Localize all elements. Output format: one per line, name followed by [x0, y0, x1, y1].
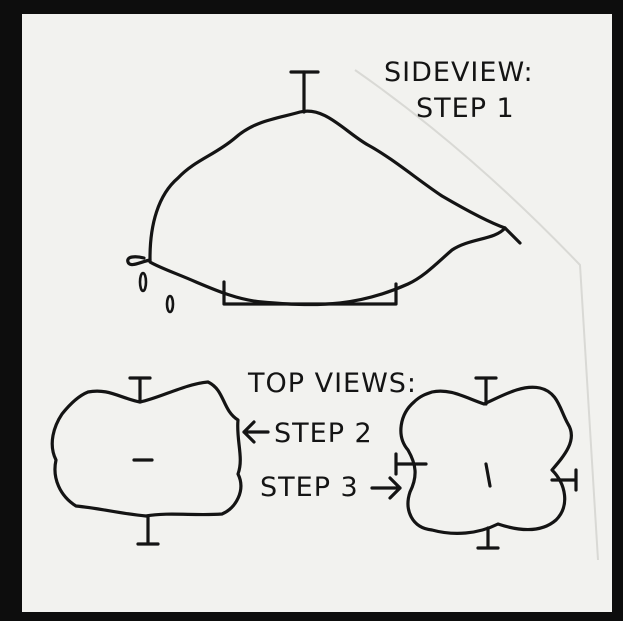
paper-sheet: [22, 14, 612, 612]
step1-label: STEP 1: [416, 93, 515, 124]
step2-label: STEP 2: [274, 418, 373, 449]
step3-label: STEP 3: [260, 472, 359, 503]
side-view-label: SIDEVIEW:: [384, 57, 534, 88]
top-views-label: TOP VIEWS:: [247, 368, 417, 399]
